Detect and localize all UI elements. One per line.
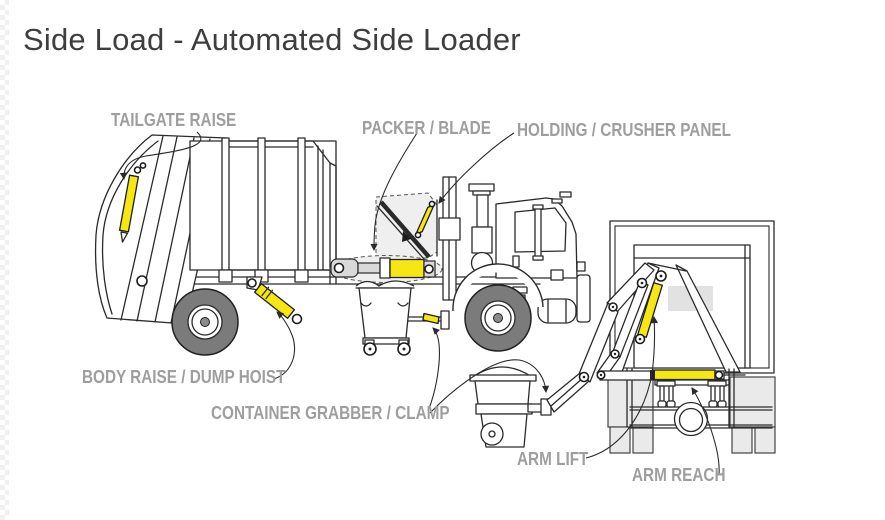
body-rib xyxy=(218,137,233,283)
rear-axle xyxy=(629,401,773,437)
u-bolts xyxy=(656,380,727,408)
left-edge-checker-strip xyxy=(0,0,9,520)
side-view-truck xyxy=(94,134,591,356)
packer-blade-cylinder xyxy=(389,258,425,279)
panel-motion-arrow xyxy=(402,231,411,242)
hopper xyxy=(375,192,438,260)
label-tailgate-raise: TAILGATE RAISE xyxy=(111,110,237,130)
tailgate-hinge-pin xyxy=(136,275,148,287)
front-container xyxy=(469,366,552,448)
grabber-clamp-leader-front xyxy=(429,359,550,414)
label-body-raise-dump-hoist: BODY RAISE / DUMP HOIST xyxy=(82,367,286,387)
leader-lines xyxy=(119,131,720,476)
label-arm-reach: ARM REACH xyxy=(632,465,726,485)
crusher-panel xyxy=(379,200,431,259)
container-grabber-clamp-cylinder xyxy=(422,312,440,325)
front-fender xyxy=(452,263,544,312)
arm-lift-cylinder xyxy=(637,282,663,338)
arm-lift-leader xyxy=(585,315,659,459)
side-container xyxy=(355,280,415,356)
door-handle xyxy=(512,255,520,268)
door-pillar xyxy=(534,205,542,261)
crusher-panel-zone xyxy=(375,192,438,259)
container-wheel xyxy=(480,422,504,446)
exhaust-stack xyxy=(468,183,495,275)
tailgate-raise-cylinder xyxy=(118,162,147,243)
label-holding-crusher-panel: HOLDING / CRUSHER PANEL xyxy=(517,120,731,140)
label-container-grabber-clamp: CONTAINER GRABBER / CLAMP xyxy=(211,403,450,423)
packer-rod xyxy=(357,262,381,274)
tailgate-raise-leader xyxy=(119,131,202,181)
body-raise-leader xyxy=(273,311,296,380)
label-packer-blade: PACKER / BLADE xyxy=(362,118,491,138)
collection-body xyxy=(189,137,337,285)
mirror xyxy=(559,191,572,198)
rear-view-truck xyxy=(546,220,776,454)
arm-reach-cylinder xyxy=(599,369,746,386)
arm-reach-leader xyxy=(691,387,720,476)
rear-wheels xyxy=(607,368,776,454)
body-raise-dump-hoist-cylinder xyxy=(246,276,303,325)
holding-crusher-leader xyxy=(438,132,515,204)
page-title: Side Load - Automated Side Loader xyxy=(23,22,521,57)
holding-crusher-cylinder xyxy=(414,200,436,239)
rear-wheel xyxy=(171,288,239,356)
lift-arm-frame xyxy=(546,262,741,413)
front-wheel xyxy=(452,263,544,352)
cab xyxy=(495,191,591,324)
headlight xyxy=(576,261,586,272)
packer-assembly xyxy=(329,255,443,283)
lift-column xyxy=(438,176,461,301)
front-bumper xyxy=(576,274,591,323)
label-arm-lift: ARM LIFT xyxy=(517,449,589,469)
body-rib xyxy=(294,137,309,283)
grabber-clamp-leader-side xyxy=(427,327,440,412)
packer-blade-leader xyxy=(370,132,418,252)
arm-pivots xyxy=(578,270,667,383)
fuel-tank xyxy=(537,298,577,324)
